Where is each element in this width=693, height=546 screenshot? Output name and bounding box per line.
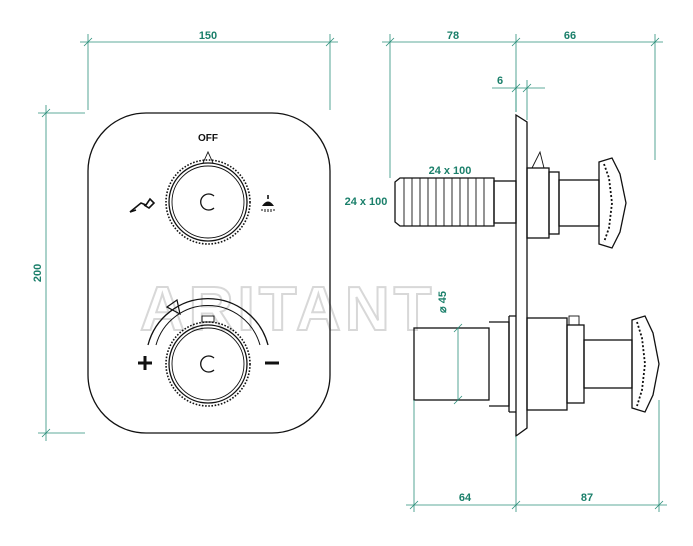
thermostat-knob	[147, 298, 269, 407]
upper-cartridge	[394, 150, 627, 249]
temperature-stop-icon	[165, 298, 181, 316]
depth-right-dimension: 66	[564, 30, 576, 42]
cold-mark-icon	[200, 193, 215, 211]
front-dimensions: 150 200	[32, 30, 338, 441]
side-dimensions: 78 66 6 24 x 100 24 x 100 ⌀ 45 64 87	[345, 30, 667, 512]
off-label: OFF	[198, 133, 218, 144]
overhead-shower-icon	[261, 195, 275, 212]
pointer-icon	[202, 150, 214, 164]
top-connection-dimension: 24 x 100	[429, 165, 472, 177]
plate-thickness-dimension: 6	[497, 75, 503, 87]
height-dimension: 200	[32, 264, 44, 282]
left-connection-dimension: 24 x 100	[345, 196, 388, 208]
plus-icon	[138, 356, 152, 370]
front-view: OFF	[87, 112, 331, 434]
depth-left-dimension: 78	[447, 30, 459, 42]
bottom-left-dimension: 64	[459, 492, 472, 504]
side-view	[394, 113, 660, 438]
diverter-knob	[165, 150, 251, 245]
hand-shower-icon	[129, 197, 156, 213]
diameter-dimension: ⌀ 45	[437, 291, 449, 313]
side-plate	[515, 113, 528, 438]
front-plate	[87, 112, 331, 434]
bottom-right-dimension: 87	[581, 492, 593, 504]
width-dimension: 150	[199, 30, 217, 42]
lower-cartridge	[413, 315, 660, 413]
